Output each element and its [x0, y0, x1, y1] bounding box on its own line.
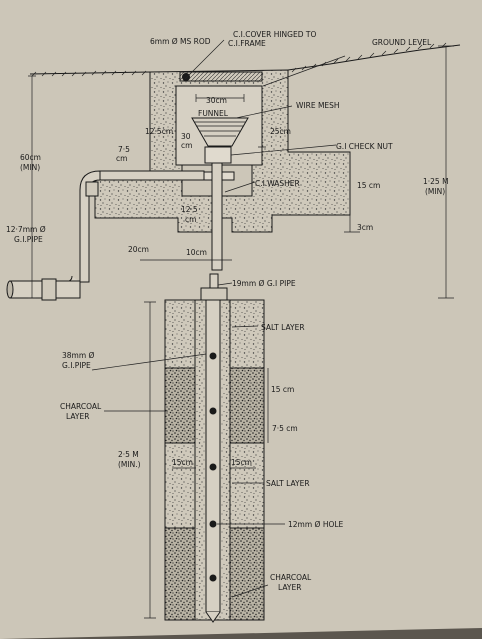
dim-60cm-a: 60cm — [20, 153, 41, 162]
dim-15cm-a: 15 cm — [357, 181, 380, 190]
label-funnel: FUNNEL — [198, 109, 229, 118]
label-charcoal-layer-1a: CHARCOAL — [60, 402, 102, 411]
label-gi-pipe-38-b: G.I.PIPE — [62, 361, 91, 370]
dim-125m-a: 1·25 M — [423, 177, 449, 186]
label-hole-12: 12mm Ø HOLE — [288, 520, 344, 529]
label-gi-pipe-38-a: 38mm Ø — [62, 351, 95, 360]
label-charcoal-layer-2a: CHARCOAL — [270, 573, 312, 582]
dim-10cm: 10cm — [186, 248, 207, 257]
gi-check-nut — [204, 146, 232, 164]
dim-15cm-b: 15 cm — [271, 385, 294, 394]
label-gi-check-nut: G.I CHECK NUT — [336, 142, 393, 151]
label-ms-rod: 6mm Ø MS ROD — [150, 37, 211, 46]
dim-3cm: 3cm — [357, 223, 373, 232]
pipe-hole — [209, 463, 217, 471]
dim-125m-b: (MIN) — [425, 187, 445, 196]
dim-15cm-left: 15cm — [172, 458, 193, 467]
dim-30cm-side-a: 30 — [181, 132, 191, 141]
label-charcoal-layer-1b: LAYER — [66, 412, 89, 421]
pipe-coupling — [200, 287, 228, 301]
dim-75cm-a: 7·5 — [118, 145, 130, 154]
dim-125cm-b-a: 12·5 — [181, 205, 198, 214]
dim-30cm-top: 30cm — [206, 96, 227, 105]
dim-75cm-c: 7·5 cm — [272, 424, 298, 433]
label-gi-pipe-127-a: 12·7mm Ø — [6, 225, 46, 234]
label-salt-layer-1: SALT LAYER — [261, 323, 305, 332]
wire-mesh — [194, 121, 246, 137]
label-ground-level: GROUND LEVEL — [372, 38, 432, 47]
pipe-hole — [209, 352, 217, 360]
label-ci-frame: C.I.FRAME — [228, 39, 266, 48]
gi-pipe-38mm[interactable] — [205, 299, 221, 613]
dim-15cm-right: 15cm — [231, 458, 252, 467]
dim-125cm: 12·5cm — [145, 127, 173, 136]
dim-60cm-b: (MIN) — [20, 163, 40, 172]
ci-cover — [179, 71, 263, 82]
pipe-hole — [209, 407, 217, 415]
dim-125cm-b-b: cm — [185, 215, 196, 224]
label-ci-washer: C.I.WASHER — [255, 179, 300, 188]
pipe-hole — [209, 574, 217, 582]
label-gi-pipe-19: 19mm Ø G.I PIPE — [232, 279, 296, 288]
ground-surface — [29, 42, 461, 77]
dimension-lines — [28, 39, 454, 619]
ms-rod — [182, 73, 190, 81]
label-charcoal-layer-2b: LAYER — [278, 583, 301, 592]
funnel — [191, 117, 249, 147]
dim-75cm-b: cm — [116, 154, 127, 163]
side-gi-pipe — [6, 170, 205, 301]
label-wire-mesh: WIRE MESH — [296, 101, 340, 110]
funnel-pipe — [211, 162, 223, 271]
dim-25cm: 25cm — [270, 127, 291, 136]
label-ci-cover: C.I.COVER HINGED TO — [233, 30, 316, 39]
pipe-hole — [209, 520, 217, 528]
label-gi-pipe-127-b: G.I.PIPE — [14, 235, 43, 244]
dim-25m-b: (MIN.) — [118, 460, 141, 469]
earth-pit — [164, 299, 265, 623]
label-salt-layer-2: SALT LAYER — [266, 479, 310, 488]
dim-30cm-side-b: cm — [181, 141, 192, 150]
dim-25m-a: 2·5 M — [118, 450, 139, 459]
dim-20cm: 20cm — [128, 245, 149, 254]
gi-pipe-19mm — [209, 273, 219, 289]
